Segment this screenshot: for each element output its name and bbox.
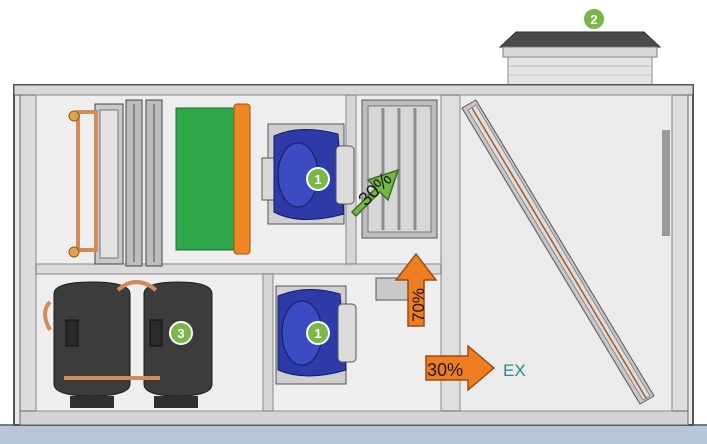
exhaust-label: EX	[503, 361, 526, 380]
bypass-percent: 70%	[409, 288, 428, 322]
filter	[176, 104, 250, 254]
compressor-left	[45, 282, 130, 408]
exhaust-hood	[500, 32, 660, 85]
marker-exhaust-unit: 2	[583, 8, 605, 30]
svg-text:1: 1	[314, 326, 321, 341]
marker-fan-top: 1	[307, 168, 329, 190]
exhaust-percent: 30%	[427, 360, 463, 380]
marker-compressors: 3	[170, 322, 192, 344]
svg-text:1: 1	[314, 172, 321, 187]
damper	[362, 100, 437, 238]
svg-text:2: 2	[590, 12, 597, 27]
marker-fan-bottom: 1	[307, 322, 329, 344]
unit-base	[0, 425, 707, 444]
svg-text:3: 3	[177, 326, 184, 341]
